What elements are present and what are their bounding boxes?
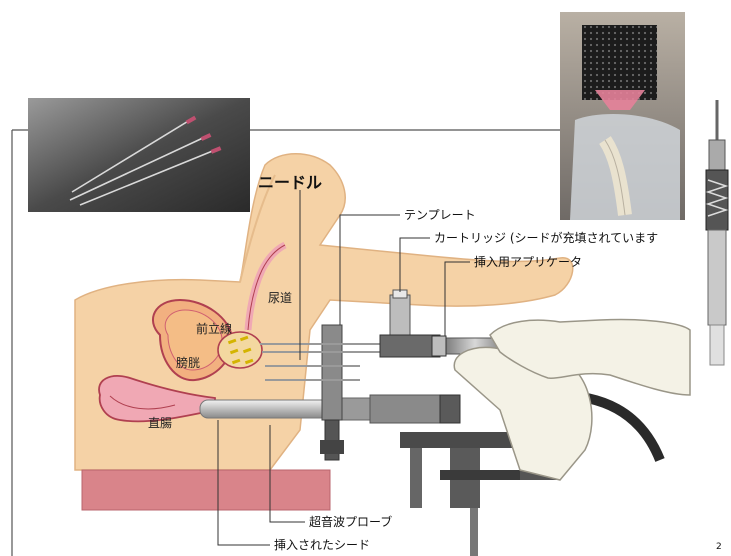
label-bladder: 膀胱 bbox=[176, 356, 200, 370]
page-number: 2 bbox=[716, 540, 722, 554]
label-urethra: 尿道 bbox=[268, 291, 292, 305]
template-block bbox=[320, 325, 344, 460]
label-rectum: 直腸 bbox=[148, 416, 172, 430]
label-applicator: 挿入用アプリケータ bbox=[474, 255, 582, 269]
template-photo bbox=[560, 12, 685, 220]
label-ultrasound-probe: 超音波プローブ bbox=[309, 515, 392, 529]
needles-photo bbox=[28, 98, 250, 212]
label-needle: ニードル bbox=[258, 176, 322, 190]
prostate bbox=[218, 332, 262, 368]
label-prostate: 前立線 bbox=[196, 322, 232, 336]
label-template: テンプレート bbox=[404, 208, 476, 222]
label-inserted-seeds: 挿入されたシード bbox=[274, 538, 370, 552]
applicator-photo bbox=[706, 100, 728, 365]
label-cartridge: カートリッジ (シードが充填されています bbox=[434, 231, 658, 245]
operating-table bbox=[82, 470, 330, 510]
